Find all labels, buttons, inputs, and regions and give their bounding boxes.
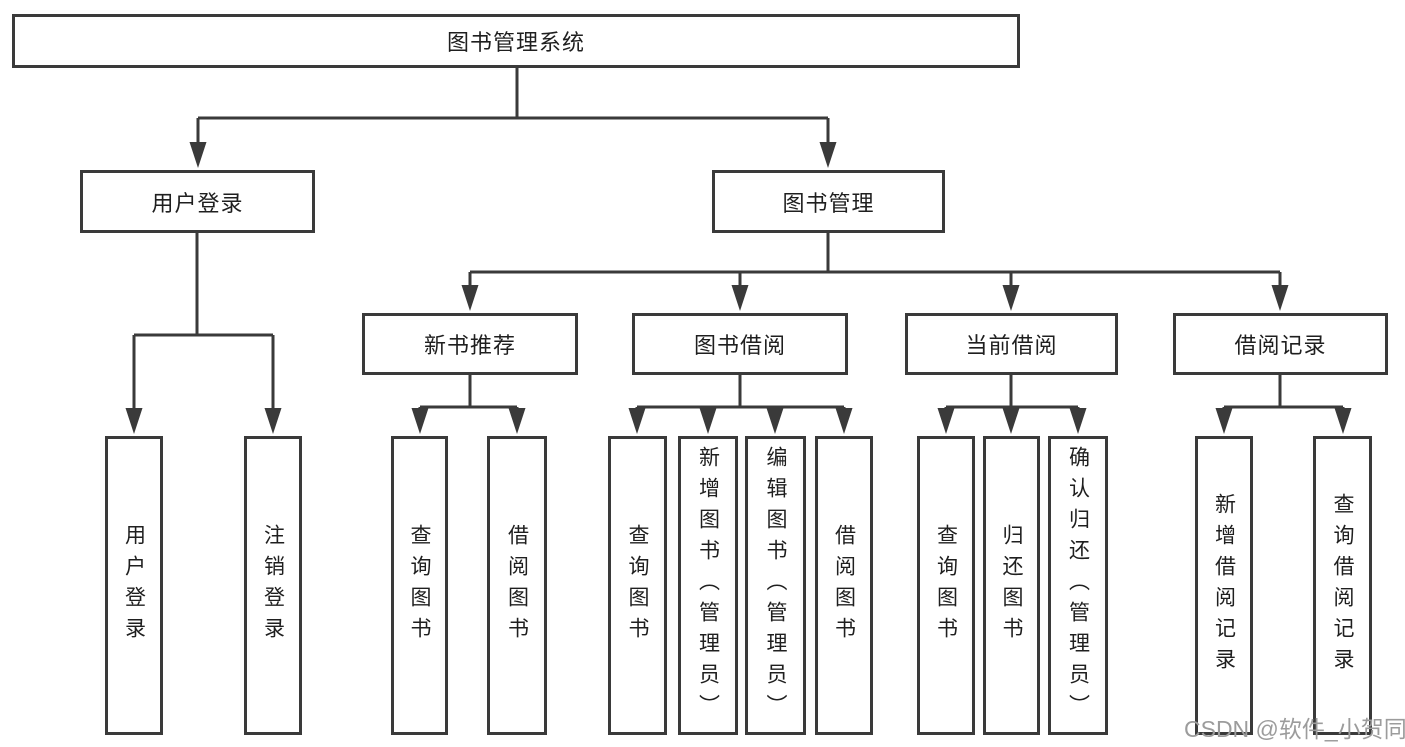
leaf-borrow-query-book-label: 查询图书 xyxy=(626,523,649,648)
leaf-current-confirm-return: 确认归还（管理员） xyxy=(1048,436,1108,735)
leaf-current-query-book: 查询图书 xyxy=(917,436,975,735)
node-user-login-label: 用户登录 xyxy=(151,190,244,216)
node-book-management: 图书管理 xyxy=(712,170,945,233)
leaf-borrow-add-book: 新增图书（管理员） xyxy=(678,436,738,735)
leaf-current-return-book: 归还图书 xyxy=(983,436,1040,735)
watermark: CSDN @软件_小贺同学 xyxy=(1184,716,1405,742)
leaf-borrow-edit-book-label: 编辑图书（管理员） xyxy=(764,446,787,725)
node-borrow-records-label: 借阅记录 xyxy=(1234,333,1327,358)
leaf-borrow-add-book-label: 新增图书（管理员） xyxy=(696,446,720,725)
leaf-records-add-record-label: 新增借阅记录 xyxy=(1212,492,1236,679)
node-new-book-recommend-label: 新书推荐 xyxy=(423,333,516,358)
leaf-logout-label: 注销登录 xyxy=(261,523,285,648)
leaf-rec-query-book: 查询图书 xyxy=(391,436,448,735)
node-current-borrow: 当前借阅 xyxy=(905,313,1118,375)
leaf-current-return-book-label: 归还图书 xyxy=(1000,523,1023,648)
leaf-records-query-record: 查询借阅记录 xyxy=(1313,436,1372,735)
leaf-rec-borrow-book-label: 借阅图书 xyxy=(505,523,529,648)
leaf-records-query-record-label: 查询借阅记录 xyxy=(1331,492,1354,679)
leaf-borrow-edit-book: 编辑图书（管理员） xyxy=(745,436,806,735)
arrowheads xyxy=(125,142,1352,434)
node-book-borrow: 图书借阅 xyxy=(632,313,848,375)
leaf-user-login-label: 用户登录 xyxy=(122,523,146,648)
leaf-rec-borrow-book: 借阅图书 xyxy=(487,436,547,735)
leaf-records-add-record: 新增借阅记录 xyxy=(1195,436,1253,735)
leaf-current-query-book-label: 查询图书 xyxy=(934,523,958,648)
leaf-current-confirm-return-label: 确认归还（管理员） xyxy=(1066,446,1090,725)
node-book-management-label: 图书管理 xyxy=(782,190,875,216)
node-user-login: 用户登录 xyxy=(80,170,315,233)
connector-paths xyxy=(132,68,1345,412)
leaf-borrow-borrow-book: 借阅图书 xyxy=(815,436,873,735)
leaf-rec-query-book-label: 查询图书 xyxy=(408,523,431,648)
node-borrow-records: 借阅记录 xyxy=(1173,313,1388,375)
leaf-logout: 注销登录 xyxy=(244,436,302,735)
node-root-label: 图书管理系统 xyxy=(446,30,585,55)
node-new-book-recommend: 新书推荐 xyxy=(362,313,578,375)
node-root: 图书管理系统 xyxy=(12,14,1020,68)
leaf-borrow-query-book: 查询图书 xyxy=(608,436,667,735)
node-current-borrow-label: 当前借阅 xyxy=(965,333,1058,358)
leaf-user-login: 用户登录 xyxy=(105,436,163,735)
leaf-borrow-borrow-book-label: 借阅图书 xyxy=(832,523,856,648)
node-book-borrow-label: 图书借阅 xyxy=(693,333,786,358)
